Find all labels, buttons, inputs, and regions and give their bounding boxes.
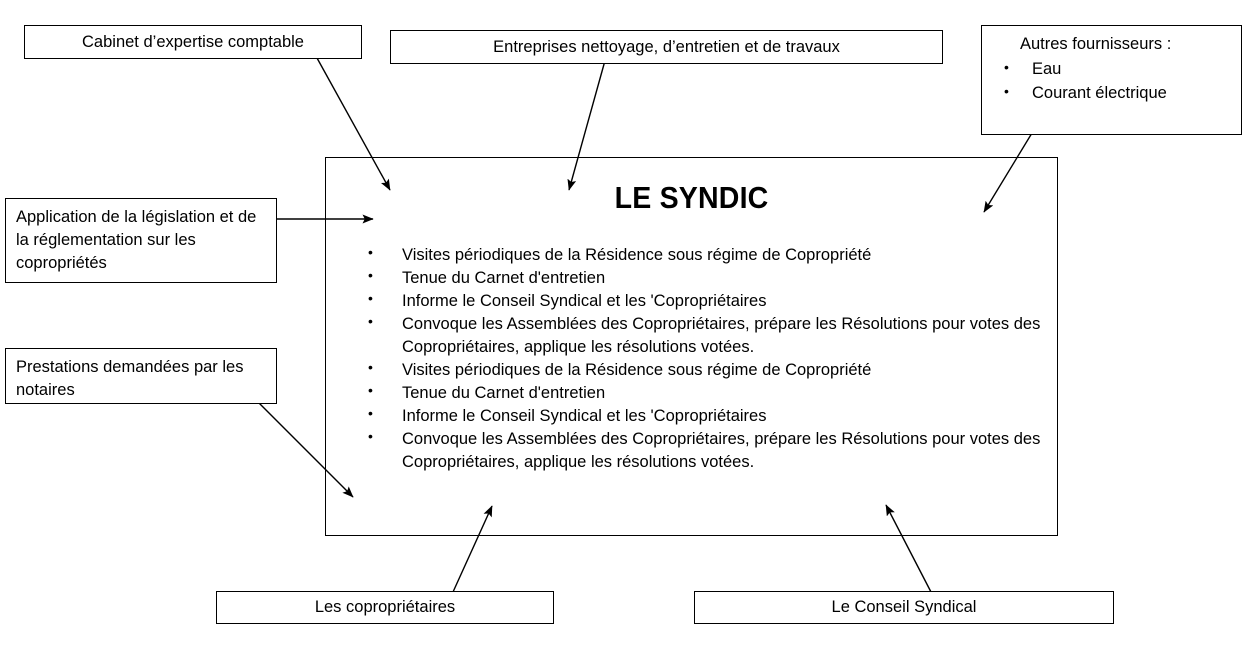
syndic-duties-list: Visites périodiques de la Résidence sous… <box>366 243 1046 474</box>
list-item: Convoque les Assemblées des Copropriétai… <box>366 427 1046 473</box>
other-suppliers-list: Eau Courant électrique <box>992 57 1231 106</box>
list-item: Tenue du Carnet d'entretien <box>366 381 1046 405</box>
box-cleaning-companies-label: Entreprises nettoyage, d’entretien et de… <box>493 37 840 56</box>
box-accounting-firm[interactable]: Cabinet d’expertise comptable <box>24 25 362 59</box>
box-other-suppliers-title: Autres fournisseurs : <box>1020 35 1172 53</box>
list-item: Visites périodiques de la Résidence sous… <box>366 243 1046 267</box>
box-legislation[interactable]: Application de la législation et de la r… <box>5 198 277 283</box>
list-item: Courant électrique <box>992 81 1231 106</box>
box-legislation-label: Application de la législation et de la r… <box>16 208 257 272</box>
box-co-owners-label: Les copropriétaires <box>314 598 456 617</box>
list-item: Tenue du Carnet d'entretien <box>366 266 1046 290</box>
box-syndical-council-label: Le Conseil Syndical <box>831 598 977 617</box>
box-le-syndic[interactable]: LE SYNDIC Visites périodiques de la Rési… <box>325 157 1058 536</box>
list-item: Informe le Conseil Syndical et les 'Copr… <box>366 289 1046 313</box>
box-notaries[interactable]: Prestations demandées par les notaires <box>5 348 277 404</box>
box-syndical-council[interactable]: Le Conseil Syndical <box>694 591 1114 624</box>
page-title: LE SYNDIC <box>326 180 1057 216</box>
box-other-suppliers[interactable]: Autres fournisseurs : Eau Courant électr… <box>981 25 1242 135</box>
list-item: Informe le Conseil Syndical et les 'Copr… <box>366 404 1046 428</box>
box-co-owners[interactable]: Les copropriétaires <box>216 591 554 624</box>
main-title-text: LE SYNDIC <box>614 180 769 215</box>
box-notaries-label: Prestations demandées par les notaires <box>16 358 244 399</box>
box-accounting-firm-label: Cabinet d’expertise comptable <box>82 32 304 51</box>
box-cleaning-companies[interactable]: Entreprises nettoyage, d’entretien et de… <box>390 30 943 64</box>
list-item: Visites périodiques de la Résidence sous… <box>366 358 1046 382</box>
list-item: Convoque les Assemblées des Copropriétai… <box>366 312 1046 358</box>
list-item: Eau <box>992 57 1231 82</box>
